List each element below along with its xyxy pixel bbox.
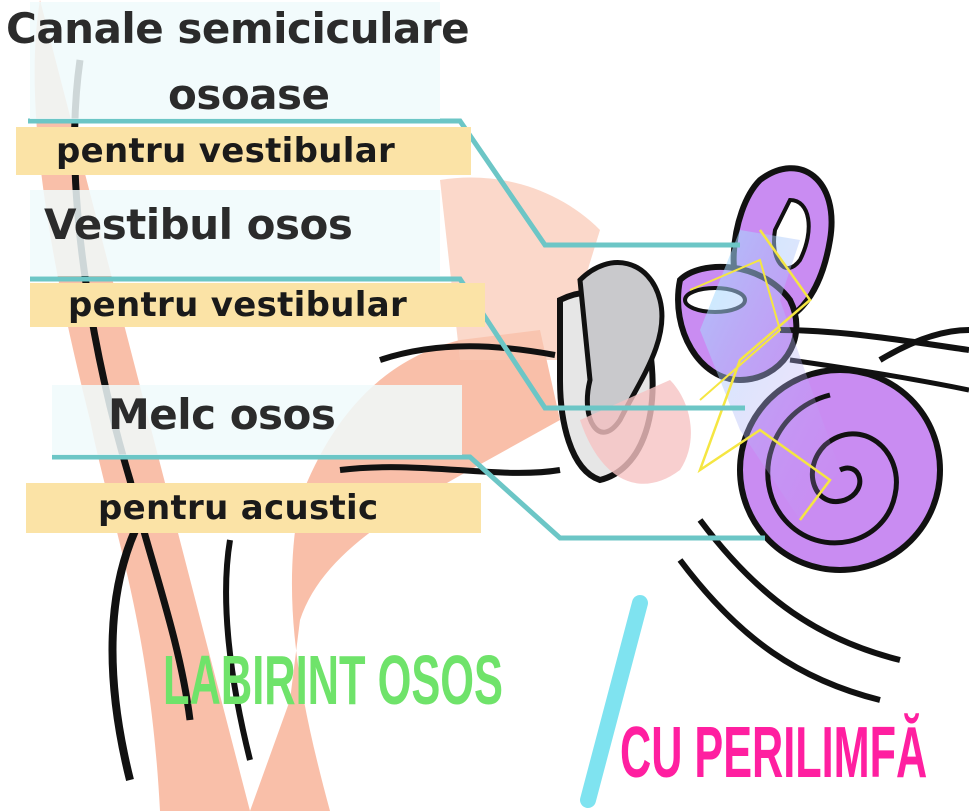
perilimfa-title: CU PERILIMFĂ (620, 713, 928, 793)
labyrinth-yellow-lines-2 (689, 258, 782, 401)
canale-label-bg (30, 2, 440, 119)
auditory-nerve (779, 327, 969, 353)
melc-label-bg (52, 385, 462, 455)
canale-title-line2: osoase (168, 70, 330, 119)
cochlea-spiral (765, 392, 899, 546)
canale-sub-label: pentru vestibular (56, 131, 396, 171)
leader-line-vestibul (30, 276, 745, 411)
vestibul-sub-band (30, 283, 485, 327)
labyrinth-highlight (700, 230, 840, 520)
melc-title: Melc osos (108, 390, 336, 439)
canal-wall-top (379, 343, 556, 363)
vestibul-sub-label: pentru vestibular (68, 285, 408, 325)
canal-wall-bottom (339, 464, 561, 476)
canale-sub-band (16, 127, 471, 175)
leader-line-melc (52, 454, 765, 541)
vestibul-title: Vestibul osos (44, 200, 353, 249)
ear-inner-fold (223, 539, 253, 761)
vestibul-label-bg (30, 190, 440, 276)
auditory-nerve-2 (789, 357, 969, 393)
labirint-osos-title: LABIRINT OSOS (163, 641, 503, 719)
separator-slash (580, 595, 648, 808)
skull-line-lower (697, 518, 901, 663)
skull-line (878, 327, 969, 363)
melc-sub-band (26, 483, 481, 533)
labyrinth-yellow-lines (697, 229, 832, 521)
melc-sub-label: pentru acustic (98, 488, 379, 528)
ear-outline-lower (108, 518, 144, 781)
leader-line-canale (28, 118, 740, 248)
skull-line-lower-2 (677, 558, 881, 703)
canale-title-line1: Canale semiciculare (6, 4, 470, 53)
